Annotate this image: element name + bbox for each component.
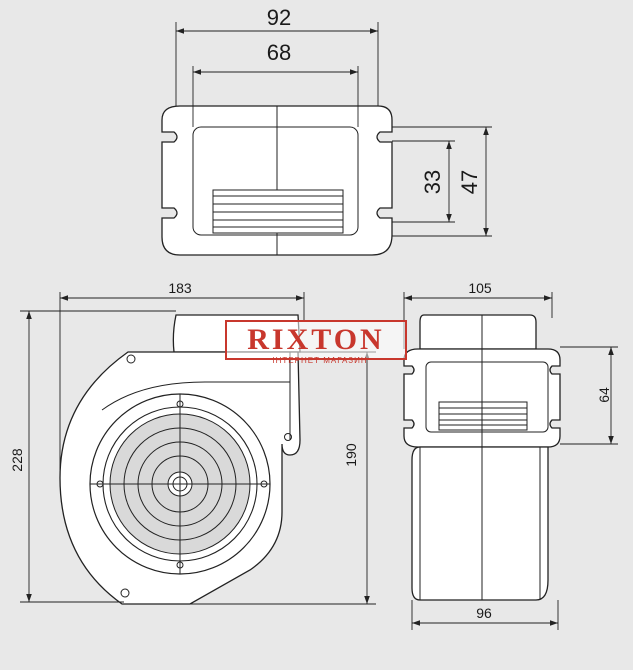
side-view-housing xyxy=(20,292,376,605)
watermark-tagline: ІНТЕРНЕТ МАГАЗИН xyxy=(272,356,368,365)
dim-side-width: 183 xyxy=(168,280,192,296)
watermark-logo: RIXTON xyxy=(225,320,407,360)
dim-top-width-inner: 68 xyxy=(267,40,291,65)
front-view-grille xyxy=(438,401,528,431)
dim-side-height-total: 228 xyxy=(9,448,25,472)
dim-top-height-outer: 47 xyxy=(457,170,482,194)
dim-side-height-body: 190 xyxy=(343,443,359,467)
front-view-housing xyxy=(403,292,618,630)
dim-front-width-top: 105 xyxy=(468,280,492,296)
dim-top-height-inner: 33 xyxy=(420,170,445,194)
dim-top-width-outer: 92 xyxy=(267,5,291,30)
top-view-grille xyxy=(212,189,344,234)
dim-front-width-bottom: 96 xyxy=(476,605,492,621)
watermark-brand: RIXTON xyxy=(247,323,385,356)
top-view-flange xyxy=(161,22,492,256)
dim-front-flange-height: 64 xyxy=(596,387,612,403)
